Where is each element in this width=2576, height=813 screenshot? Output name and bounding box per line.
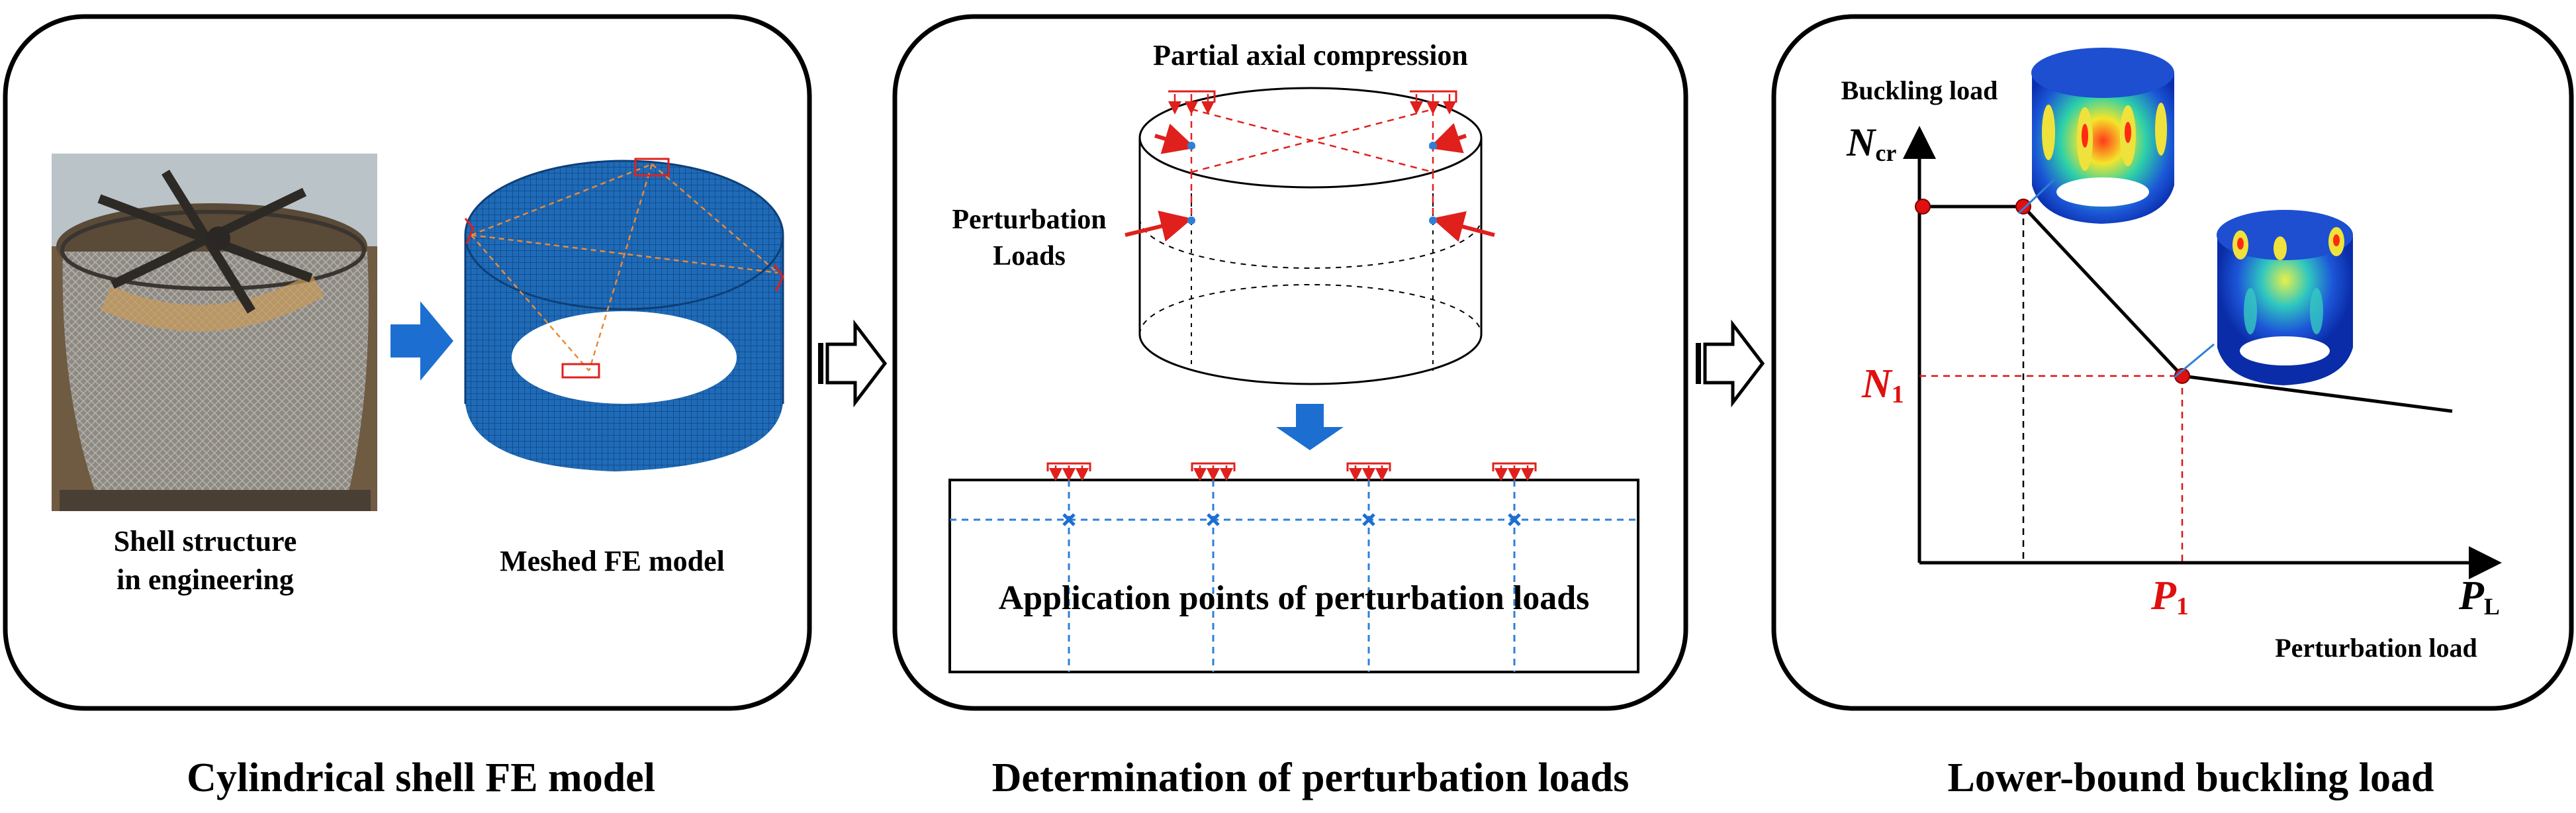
n1-label: N1 (1861, 361, 1904, 408)
perturbed-cylinder-sketch (1125, 87, 1495, 385)
y-axis-title: Buckling load (1841, 75, 1998, 105)
application-points-box (948, 479, 1639, 673)
arrow-down-icon (1276, 404, 1344, 450)
caption-fe-model: Cylindrical shell FE model (187, 755, 655, 800)
buckling-load-series-line (1923, 205, 2453, 413)
application-points-label: Application points of perturbation loads (999, 579, 1590, 617)
perturbation-loads-label-line1: Perturbation (952, 205, 1106, 235)
p1-label: P1 (2150, 573, 2189, 620)
meshed-fe-model (464, 158, 784, 471)
buckling-chart (1903, 126, 2502, 579)
panel-perturbation-frame (892, 14, 1688, 711)
caption-lower-bound: Lower-bound buckling load (1947, 755, 2434, 800)
panel-fe-model-frame (3, 14, 812, 711)
x-axis-title: Perturbation load (2275, 633, 2477, 663)
buckling-mode-contour-2 (2217, 210, 2353, 385)
hollow-arrow-icon (818, 319, 888, 408)
arrow-right-icon (391, 301, 453, 381)
photo-label-line1: Shell structure (114, 525, 297, 557)
caption-perturbation: Determination of perturbation loads (992, 755, 1630, 800)
data-point (1915, 199, 1931, 215)
photo-label-line2: in engineering (116, 563, 294, 596)
hollow-arrow-icon (1696, 319, 1765, 408)
perturbation-loads-label-line2: Loads (993, 241, 1066, 271)
data-point (2015, 199, 2031, 215)
panel-lower-bound-frame (1771, 14, 2574, 711)
mesh-label: Meshed FE model (500, 545, 725, 577)
partial-axial-label: Partial axial compression (1153, 39, 1468, 72)
application-points (1046, 462, 1537, 672)
shell-structure-photo (52, 154, 377, 511)
y-axis-symbol: Ncr (1846, 120, 1896, 166)
buckling-mode-contour-1 (2031, 48, 2174, 224)
x-axis-symbol: PL (2458, 573, 2500, 620)
